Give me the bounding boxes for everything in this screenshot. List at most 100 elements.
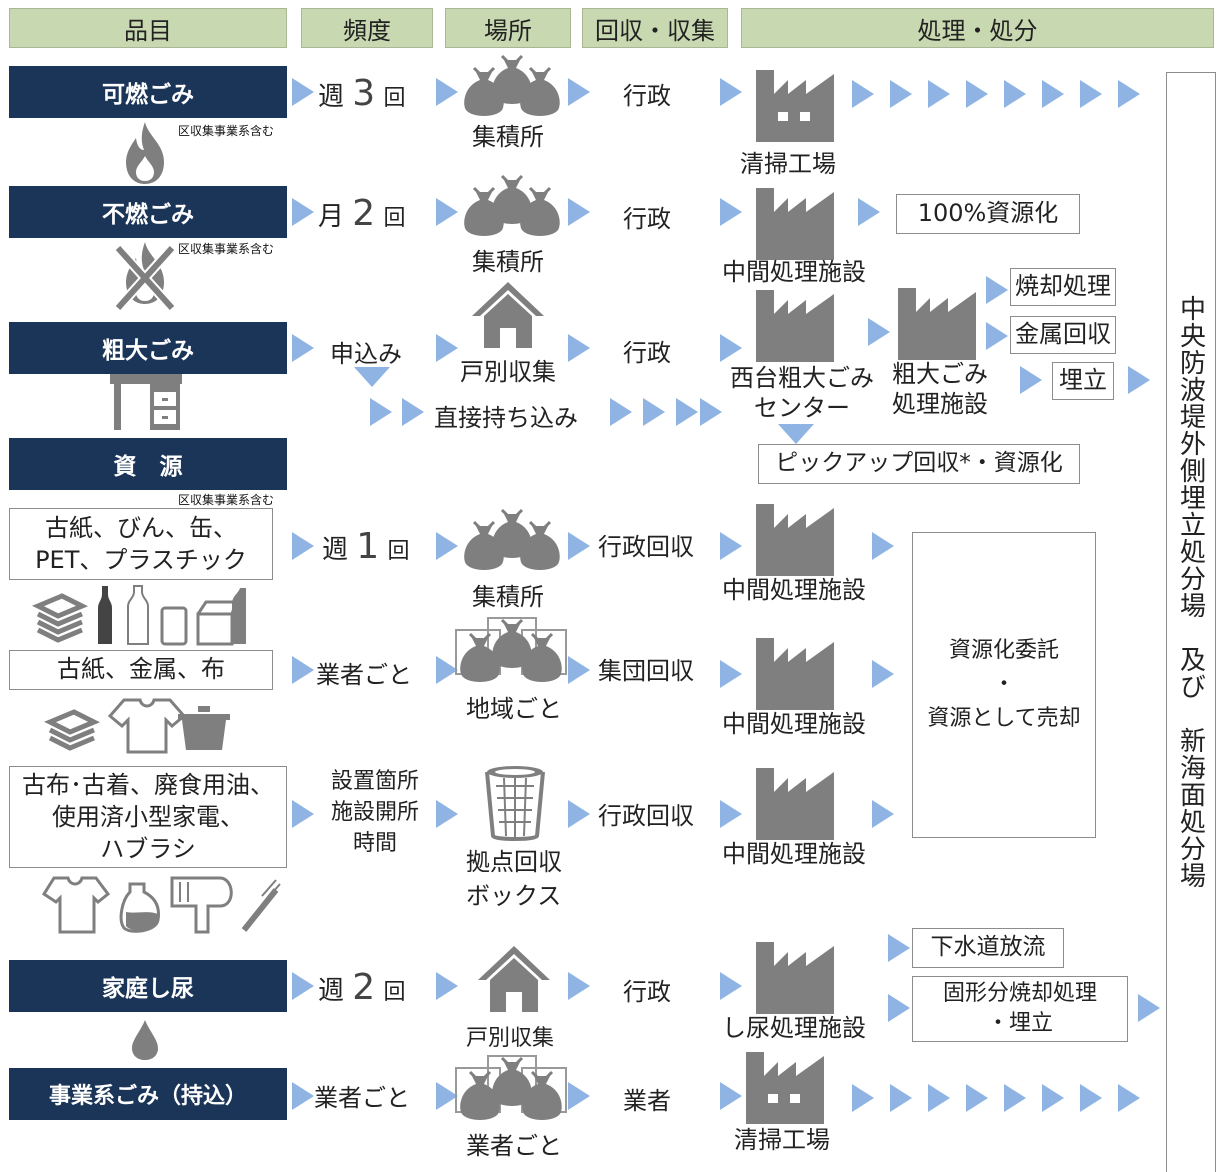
header-collection: 回収・収集 [582,8,728,48]
collector-group-collection: 集団回収 [598,657,694,685]
output-consign: 資源化委託・資源として売却 [912,532,1096,838]
flow-arrow [568,800,590,828]
facility-intermediate: 中間処理施設 [722,258,866,286]
flow-arrow [370,398,392,426]
flow-arrow [720,972,742,1000]
place-box: 拠点回収ボックス [466,848,562,910]
output-sewer: 下水道放流 [912,928,1064,968]
header-frequency: 頻度 [301,8,433,48]
facility-bulky: 粗大ごみ処理施設 [892,360,988,418]
flow-arrow [436,972,458,1000]
flame-icon [126,122,164,184]
flow-arrow [402,398,424,426]
resource-items-2: 古紙、金属、布 [9,650,273,690]
factory-icon [756,504,834,576]
flow-arrow [292,532,314,560]
flow-arrow [720,198,742,226]
header-place: 場所 [445,8,571,48]
house-icon [478,946,550,1012]
arrow-chain [852,80,1152,110]
factory-icon [746,1052,824,1124]
flow-arrow [720,1082,742,1110]
collector-govt-collection: 行政回収 [598,802,694,830]
facility-human-waste: し尿処理施設 [722,1014,866,1042]
flow-arrow [872,800,894,828]
flow-arrow [720,532,742,560]
flow-arrow [1128,366,1150,394]
category-human-waste: 家庭し尿 [9,960,287,1012]
flow-arrow [568,198,590,226]
output-incinerate: 焼却処理 [1010,268,1116,306]
flow-arrow [436,800,458,828]
facility-intermediate: 中間処理施設 [722,840,866,868]
output-landfill: 埋立 [1052,362,1114,400]
garbage-bags-icon [462,54,562,118]
collector-govt-collection: 行政回収 [598,533,694,561]
facility-incinerator: 清掃工場 [734,1126,830,1154]
flow-arrow [676,398,698,426]
factory-icon [756,768,834,840]
ward-note: 区収集事業系含む [178,242,275,256]
flow-arrow [720,660,742,688]
final-disposal-box: 中央防波堤外側埋立処分場 及び 新海面処分場 [1166,72,1216,1172]
flow-arrow [292,1082,314,1110]
water-drop-icon [132,1020,158,1060]
frequency-human-waste: 週 2 回 [318,967,406,1008]
collector-govt: 行政 [623,82,671,110]
flow-arrow [568,972,590,1000]
place-door-to-door: 戸別収集 [466,1026,555,1051]
flow-arrow [1138,994,1160,1022]
resource-items-1: 古紙、びん、缶、PET、プラスチック [9,508,273,580]
flow-arrow [643,398,665,426]
place-collection-point: 集積所 [472,248,544,276]
factory-icon [756,290,834,362]
flow-arrow [292,198,314,226]
garbage-bags-icon [462,508,562,572]
small-items-icon [41,876,281,934]
flow-arrow [888,994,910,1022]
place-per-business: 業者ごと [466,1132,562,1160]
category-resources: 資 源 [9,438,287,490]
factory-icon [756,638,834,710]
output-recycle100: 100%資源化 [896,194,1080,234]
flow-arrow [292,972,314,1000]
factory-icon [756,70,834,142]
place-direct: 直接持ち込み [434,404,578,432]
flow-arrow [868,318,890,346]
flow-arrow [292,78,314,106]
flow-arrow [292,656,314,684]
flow-arrow [1020,366,1042,394]
flow-arrow [292,334,314,362]
facility-incinerator: 清掃工場 [740,150,836,178]
place-collection-point: 集積所 [472,583,544,611]
output-pickup: ピックアップ回収*・資源化 [758,444,1080,484]
final-disposal-label: 中央防波堤外側埋立処分場 及び 新海面処分場 [1175,295,1206,889]
flow-arrow [292,800,314,828]
flow-arrow [436,78,458,106]
flow-arrow [568,532,590,560]
frequency-per-business: 業者ごと [314,1084,410,1112]
collector-govt: 行政 [623,339,671,367]
flow-arrow [436,1082,458,1110]
arrow-chain [852,1084,1152,1114]
house-icon [472,282,544,348]
no-burning-icon [114,242,176,312]
flow-arrow [720,334,742,362]
frequency-apply: 申込み [330,340,402,368]
category-business: 事業系ごみ（持込） [9,1068,287,1120]
facility-nishidai: 西台粗大ごみセンター [730,364,874,422]
frequency-combustible: 週 3 回 [318,73,406,114]
ward-note: 区収集事業系含む [178,493,275,507]
flow-arrow-down [354,367,390,387]
category-combustible: 可燃ごみ [9,66,287,118]
category-noncombustible: 不燃ごみ [9,186,287,238]
frequency-per-business: 業者ごと [316,661,412,689]
place-door-to-door: 戸別収集 [460,358,556,386]
place-per-area: 地域ごと [466,695,562,723]
facility-intermediate: 中間処理施設 [722,576,866,604]
factory-icon [898,288,976,360]
collector-govt: 行政 [623,978,671,1006]
garbage-bags-icon [462,174,562,238]
paper-clothes-pot-icon [43,698,230,754]
frequency-noncombustible: 月 2 回 [318,193,406,234]
